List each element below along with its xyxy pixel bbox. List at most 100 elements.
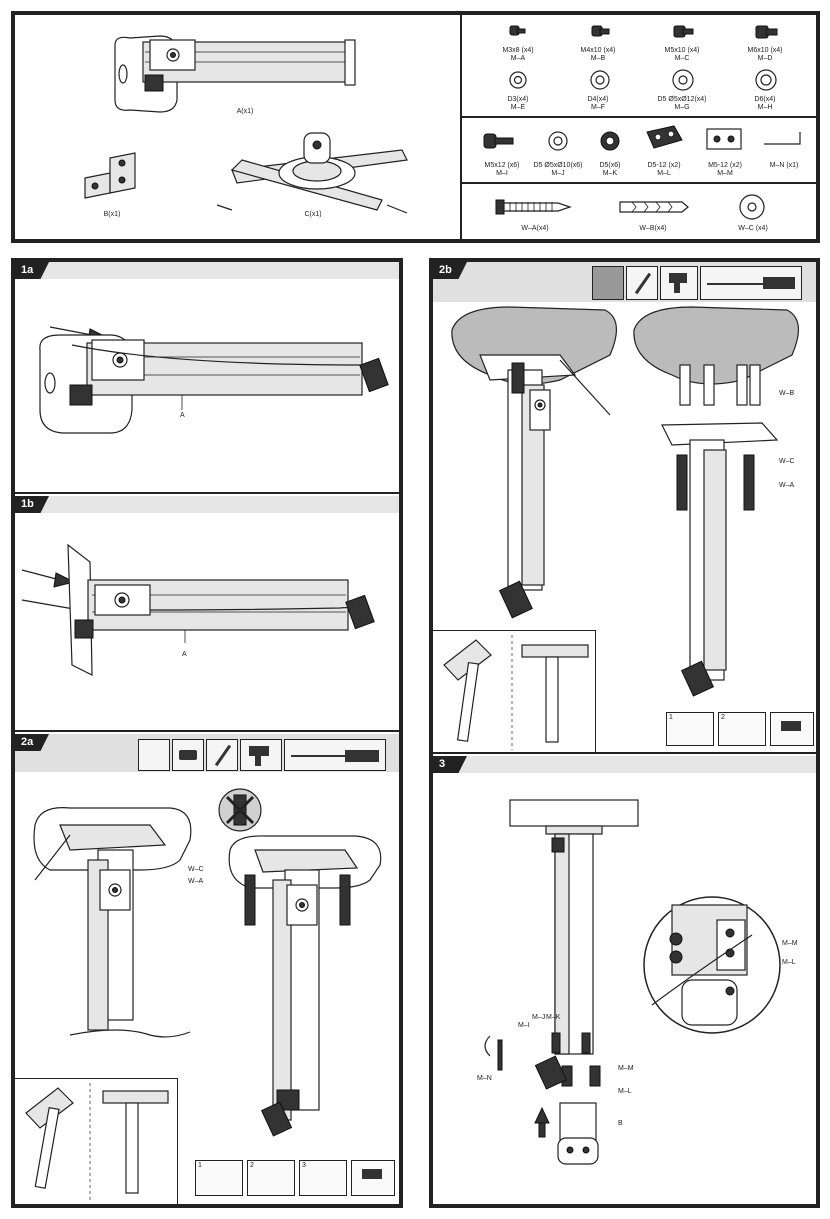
washer-m-f-code: M–F (591, 104, 605, 111)
step-3-zoom-callout-m-m: M–M (782, 940, 798, 947)
step-3-zoom-callout-m-l: M–L (782, 959, 796, 966)
substep-2b-2-box: 2 (718, 712, 766, 746)
part-b-drawing (84, 152, 136, 199)
step-2a-no-drill-icon (218, 788, 262, 832)
step-3-zoom-drawing (643, 896, 781, 1034)
substep-2-box: 2 (247, 1160, 295, 1196)
screw-m-d-size: M6x10 (x4) (747, 47, 783, 54)
step-1b-drawing (21, 543, 375, 676)
step-2b-substeps: 1 2 (666, 712, 814, 746)
step-1b-part-label: A (182, 651, 187, 658)
screw-m-a-code: M–A (510, 55, 526, 62)
nut-plate-m-l-size: D5-12 (x2) (647, 162, 681, 169)
parts-divider-vertical (460, 13, 462, 241)
masonry-bit-spec-icon (700, 266, 802, 300)
washer-m-k-code: M–K (602, 170, 618, 177)
substep-drill-box (351, 1160, 395, 1196)
step-2b-inset-box (431, 630, 596, 753)
step-3-drawing-main (484, 799, 639, 1165)
screw-m-a-icon (509, 25, 526, 36)
washer-m-j-size: D5 Ø5xØ10(x6) (533, 162, 583, 169)
step-2a-inset-drawing (25, 1083, 169, 1203)
step-2b-callout-w-b: W–B (779, 390, 795, 397)
part-a-drawing (114, 35, 356, 113)
pencil-icon-2b (626, 266, 658, 300)
part-c-drawing (216, 132, 408, 214)
stud-finder-icon (172, 739, 204, 771)
washer-w-c-label: W–C (x4) (738, 225, 768, 232)
step-2b-drawing-left (451, 306, 617, 619)
parts-divider-h2 (460, 182, 818, 184)
divider-1b-2a (13, 730, 401, 732)
nut-plate-m-l-code: M–L (657, 170, 671, 177)
step-3-callout-m-j: M–J (532, 1014, 546, 1021)
part-a-label: A(x1) (236, 108, 254, 115)
washer-m-f-icon (590, 70, 610, 90)
wood-screw-w-a-icon (495, 199, 572, 215)
drill-icon (240, 739, 282, 771)
concrete-icon (592, 266, 624, 300)
step-3-callout-b: B (618, 1120, 623, 1127)
hex-key-m-n-label: M–N (x1) (769, 162, 799, 169)
nut-plate-m-l-icon (646, 125, 683, 149)
drill-bit-spec-icon (284, 739, 386, 771)
hex-key-m-n-icon (764, 132, 801, 145)
plate-m-m-size: M5-12 (x2) (708, 162, 742, 169)
washer-w-c-icon (739, 194, 765, 220)
washer-m-g-code: M–G (674, 104, 690, 111)
anchor-w-b-icon (619, 201, 689, 213)
step-3-callout-m-l: M–L (618, 1088, 632, 1095)
substep-1-number: 1 (198, 1162, 202, 1169)
plate-m-m-code: M–M (717, 170, 733, 177)
screw-m-c-icon (673, 25, 694, 38)
wood-screw-w-a-label: W–A(x4) (521, 225, 549, 232)
step-3-tag: 3 (433, 756, 467, 773)
step-1a-tag: 1a (15, 262, 49, 279)
substep-2b-1-number: 1 (669, 714, 673, 721)
washer-m-f-size: D4(x4) (587, 96, 609, 103)
step-2a-drawing-right (228, 835, 382, 1137)
washer-m-h-size: D6(x4) (754, 96, 776, 103)
screw-m-i-size: M5x12 (x6) (484, 162, 520, 169)
step-2a-inset-box (13, 1078, 178, 1207)
step-1a-part-label: A (180, 412, 185, 419)
substep-1-box: 1 (195, 1160, 243, 1196)
screw-m-i-code: M–I (496, 170, 508, 177)
parts-divider-h1 (460, 116, 818, 118)
step-2b-callout-w-c: W–C (779, 458, 795, 465)
screw-m-b-icon (591, 25, 610, 37)
washer-m-e-icon (509, 71, 527, 89)
step-3-callout-m-i: M–I (518, 1022, 530, 1029)
screw-m-a-size: M3x8 (x4) (502, 47, 534, 54)
plate-m-m-icon (706, 128, 742, 150)
substep-2-number: 2 (250, 1162, 254, 1169)
drill-icon-2b (660, 266, 698, 300)
part-c-label: C(x1) (304, 211, 322, 218)
part-b-label: B(x1) (103, 211, 121, 218)
step-2a-drawing-left (33, 807, 192, 1038)
substep-2b-1-box: 1 (666, 712, 714, 746)
washer-m-k-icon (600, 131, 620, 151)
washer-m-h-icon (755, 69, 777, 91)
anchor-w-b-label: W–B(x4) (639, 225, 667, 232)
substep-3-number: 3 (302, 1162, 306, 1169)
step-2a-tag: 2a (15, 734, 49, 751)
washer-m-e-size: D3(x4) (507, 96, 529, 103)
step-3-callout-m-n: M–N (477, 1075, 492, 1082)
step-2b-callout-w-a: W–A (779, 482, 795, 489)
step-2a-substeps: 1 2 3 (195, 1160, 395, 1196)
step-2a-callout-w-a: W–A (188, 878, 204, 885)
washer-m-j-code: M–J (551, 170, 565, 177)
step-2b-tag: 2b (433, 262, 467, 279)
step-1b-tag: 1b (15, 496, 49, 513)
screw-m-b-code: M–B (590, 55, 606, 62)
step-1b-header: 1b (15, 496, 399, 513)
step-2a-callout-w-c: W–C (188, 866, 204, 873)
step-3-header: 3 (433, 756, 816, 773)
washer-m-j-icon (548, 131, 568, 151)
step-1a-drawing (39, 326, 389, 434)
step-3-callout-m-m: M–M (618, 1065, 634, 1072)
step-2b-drawing-right (633, 306, 799, 697)
substep-2b-2-number: 2 (721, 714, 725, 721)
washer-m-k-size: D5(x6) (599, 162, 621, 169)
